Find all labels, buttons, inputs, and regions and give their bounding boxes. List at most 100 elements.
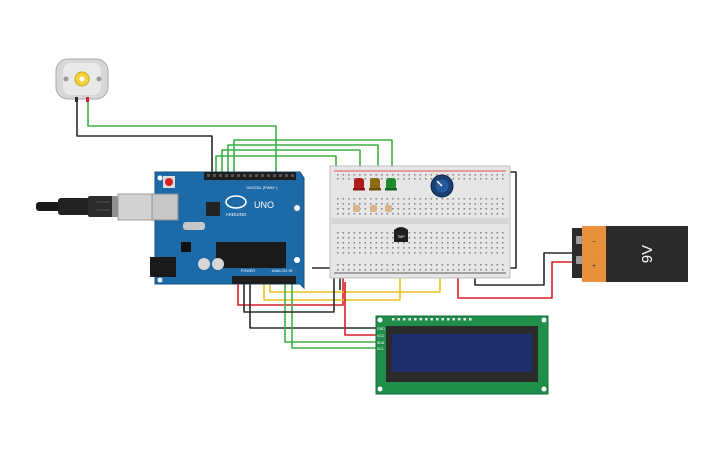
breadboard-hole bbox=[496, 213, 499, 215]
yellow-led[interactable] bbox=[369, 178, 381, 191]
breadboard-hole bbox=[463, 237, 466, 239]
9v-battery[interactable]: − + 9V bbox=[572, 226, 688, 282]
breadboard-hole bbox=[458, 269, 460, 271]
breadboard-hole bbox=[436, 232, 438, 234]
breadboard-hole bbox=[408, 269, 411, 271]
breadboard-hole bbox=[381, 174, 383, 176]
dc-motor[interactable] bbox=[55, 58, 109, 102]
wire-lcd-vcc bbox=[344, 282, 380, 336]
wire-lcd-gnd bbox=[249, 282, 380, 329]
breadboard-hole bbox=[386, 237, 389, 239]
breadboard-hole bbox=[491, 213, 493, 215]
breadboard-hole bbox=[370, 203, 372, 205]
breadboard-hole bbox=[469, 269, 471, 271]
breadboard-hole bbox=[436, 264, 438, 266]
breadboard-hole bbox=[436, 203, 438, 205]
breadboard-hole bbox=[496, 198, 499, 200]
breadboard-hole bbox=[469, 203, 471, 205]
arduino-uno-label: UNO bbox=[254, 200, 274, 210]
lcd-pin-vcc: VCC bbox=[377, 334, 385, 338]
breadboard-hole bbox=[463, 213, 466, 215]
breadboard-hole bbox=[375, 232, 378, 234]
breadboard-hole bbox=[480, 264, 482, 266]
breadboard-hole bbox=[474, 232, 477, 234]
breadboard-hole bbox=[348, 252, 350, 254]
breadboard-hole bbox=[452, 178, 455, 180]
breadboard-hole bbox=[485, 252, 488, 254]
breadboard-hole bbox=[441, 237, 444, 239]
breadboard-hole bbox=[469, 252, 471, 254]
breadboard-hole bbox=[337, 264, 339, 266]
breadboard-hole bbox=[359, 232, 361, 234]
breadboard-hole bbox=[386, 252, 389, 254]
breadboard-hole bbox=[397, 203, 400, 205]
breadboard-hole bbox=[491, 174, 493, 176]
battery-plus: + bbox=[592, 263, 596, 270]
breadboard-hole bbox=[359, 203, 361, 205]
breadboard-hole bbox=[419, 247, 422, 249]
breadboard-hole bbox=[353, 232, 356, 234]
breadboard-hole bbox=[469, 232, 471, 234]
breadboard-hole bbox=[441, 208, 444, 210]
lcd-16x2-i2c[interactable]: GND VCC SDA SCL bbox=[375, 315, 549, 395]
breadboard-hole bbox=[474, 213, 477, 215]
breadboard-hole bbox=[502, 203, 504, 205]
breadboard-hole bbox=[463, 208, 466, 210]
breadboard-hole bbox=[452, 232, 455, 234]
breadboard-hole bbox=[430, 269, 433, 271]
breadboard-hole bbox=[496, 237, 499, 239]
breadboard-hole bbox=[474, 264, 477, 266]
breadboard-hole bbox=[430, 247, 433, 249]
breadboard-hole bbox=[436, 269, 438, 271]
breadboard-hole bbox=[397, 247, 400, 249]
breadboard-hole bbox=[430, 198, 433, 200]
breadboard-hole bbox=[496, 232, 499, 234]
red-led[interactable] bbox=[353, 178, 365, 191]
breadboard-hole bbox=[458, 264, 460, 266]
breadboard-hole bbox=[386, 264, 389, 266]
breadboard-hole bbox=[403, 203, 405, 205]
breadboard-hole bbox=[447, 242, 449, 244]
temperature-sensor[interactable]: TMP bbox=[394, 227, 408, 242]
breadboard-hole bbox=[348, 269, 350, 271]
breadboard-hole bbox=[469, 242, 471, 244]
breadboard-hole bbox=[491, 232, 493, 234]
breadboard-hole bbox=[469, 264, 471, 266]
breadboard-hole bbox=[403, 264, 405, 266]
breadboard-hole bbox=[375, 252, 378, 254]
breadboard-hole bbox=[502, 178, 504, 180]
breadboard-hole bbox=[485, 203, 488, 205]
breadboard-hole bbox=[392, 208, 394, 210]
breadboard-hole bbox=[337, 252, 339, 254]
breadboard-hole bbox=[375, 174, 378, 176]
breadboard-hole bbox=[430, 178, 433, 180]
breadboard-hole bbox=[353, 264, 356, 266]
breadboard-hole bbox=[348, 174, 350, 176]
breadboard-hole bbox=[403, 208, 405, 210]
green-led[interactable] bbox=[385, 178, 397, 191]
breadboard-hole bbox=[441, 232, 444, 234]
breadboard-hole bbox=[403, 174, 405, 176]
breadboard-hole bbox=[436, 213, 438, 215]
breadboard-hole bbox=[491, 247, 493, 249]
breadboard-hole bbox=[463, 247, 466, 249]
lcd-header-pin bbox=[430, 318, 433, 321]
breadboard-hole bbox=[364, 213, 367, 215]
breadboard-hole bbox=[337, 174, 339, 176]
breadboard-hole bbox=[337, 178, 339, 180]
breadboard-hole bbox=[353, 213, 356, 215]
breadboard-hole bbox=[392, 247, 394, 249]
potentiometer[interactable] bbox=[430, 174, 454, 198]
lcd-pin-sda: SDA bbox=[377, 341, 385, 345]
breadboard-hole bbox=[408, 208, 411, 210]
lcd-header-pin bbox=[469, 318, 472, 321]
breadboard-hole bbox=[414, 213, 416, 215]
breadboard-hole bbox=[485, 208, 488, 210]
breadboard-hole bbox=[342, 264, 345, 266]
breadboard-hole bbox=[436, 237, 438, 239]
wire-battery-red bbox=[457, 261, 572, 299]
breadboard-hole bbox=[485, 213, 488, 215]
breadboard-hole bbox=[430, 213, 433, 215]
arduino-uno[interactable]: ARDUINO UNO DIGITAL (PWM~) POWER ANALOG … bbox=[150, 171, 305, 290]
breadboard-hole bbox=[337, 203, 339, 205]
